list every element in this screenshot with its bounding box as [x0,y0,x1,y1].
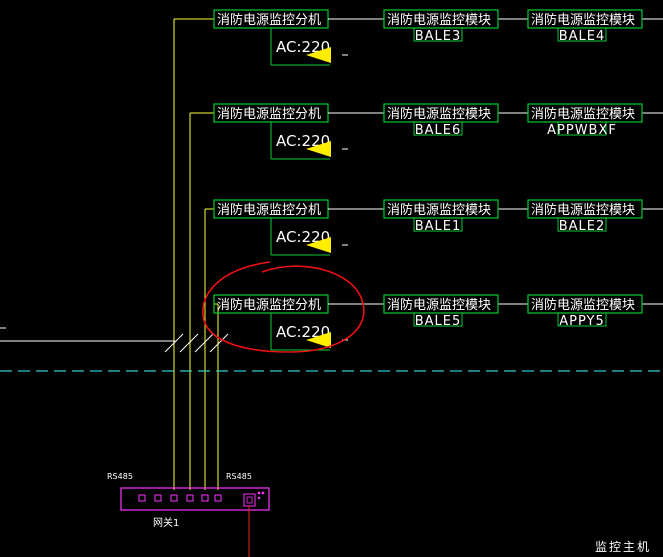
gateway-port [154,494,162,502]
power-triangle-icon [306,332,331,348]
module-tag-box [557,217,607,232]
annotation-circle [202,261,365,353]
host-label: 监控主机 [595,540,651,554]
module-tag: APPWBXF [547,123,617,138]
module-label: 消防电源监控模块 [387,106,491,122]
module-label: 消防电源监控模块 [531,202,635,218]
module-tag-box [557,312,607,327]
ac-label: AC:220 [276,38,330,56]
gateway-port [214,494,222,502]
ac-label: AC:220 [276,228,330,246]
module-tag: BALE6 [415,123,462,138]
rs485-left-label: RS485 [107,472,133,481]
gateway-port [170,494,178,502]
module-label: 消防电源监控模块 [531,297,635,313]
module-tag-box [557,27,607,42]
module-label: 消防电源监控模块 [531,106,635,122]
ac-label: AC:220 [276,132,330,150]
rs485-right-label: RS485 [226,472,252,481]
gateway-port [138,494,146,502]
module-label: 消防电源监控模块 [387,297,491,313]
power-triangle-icon [306,47,331,63]
power-triangle-icon [306,141,331,157]
module-tag-box [413,312,463,327]
gateway-port [186,494,194,502]
ac-label: AC:220 [276,323,330,341]
bus-slash-marks [164,333,229,353]
gateway-box [120,487,270,511]
module-label: 消防电源监控模块 [387,12,491,28]
module-label: 消防电源监控模块 [387,202,491,218]
module-tag: BALE2 [559,219,606,234]
module-tag-box [413,217,463,232]
diagram-rows: 消防电源监控分机AC:220消防电源监控模块BALE3消防电源监控模块BALE4… [173,9,663,490]
module-tag: APPY5 [559,314,605,329]
module-tag-box [413,121,463,136]
module-tag-box [557,121,607,136]
module-tag: BALE3 [415,29,462,44]
gateway-ports [138,494,222,502]
sub-unit-label: 消防电源监控分机 [217,106,321,122]
gateway-led-icon [257,491,261,495]
sub-unit-label: 消防电源监控分机 [217,202,321,218]
module-tag: BALE4 [559,29,606,44]
gateway-rj45-port [243,493,256,507]
module-tag: BALE1 [415,219,462,234]
module-tag: BALE5 [415,314,462,329]
sub-unit-label: 消防电源监控分机 [217,12,321,28]
gateway: 网关1 RS485 RS485 [107,472,270,529]
gateway-label: 网关1 [153,516,179,529]
gateway-port [201,494,209,502]
power-triangle-icon [306,237,331,253]
sub-unit-label: 消防电源监控分机 [217,297,321,313]
diagram-row: 消防电源监控分机AC:220消防电源监控模块BALE6消防电源监控模块APPWB… [213,103,663,160]
module-label: 消防电源监控模块 [531,12,635,28]
module-tag-box [413,27,463,42]
